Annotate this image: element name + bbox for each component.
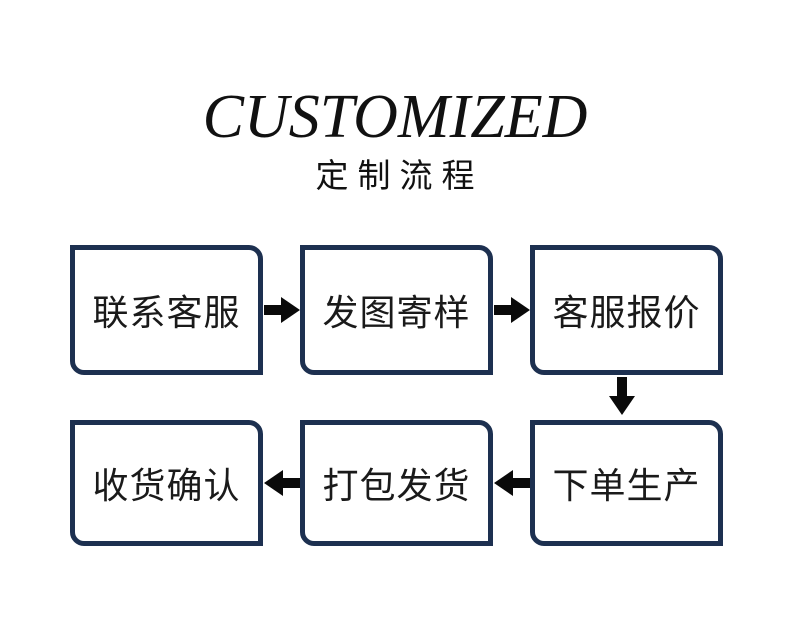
connector (609, 377, 635, 415)
connector (493, 297, 530, 323)
page-title: CUSTOMIZED (202, 83, 588, 151)
flow-row-bottom: 收货确认 打包发货 下单生产 (70, 420, 723, 546)
connector (263, 470, 300, 496)
arrow-left-icon (493, 470, 530, 496)
connector (263, 297, 300, 323)
step-label: 发图寄样 (322, 293, 471, 333)
arrow-right-icon (493, 297, 530, 323)
step-box-service-quote: 客服报价 (530, 245, 723, 375)
step-box-confirm-receipt: 收货确认 (70, 420, 263, 546)
connector (493, 470, 530, 496)
step-label: 打包发货 (322, 466, 471, 506)
step-label: 客服报价 (552, 293, 701, 333)
arrow-down-icon (609, 377, 635, 415)
step-box-send-image-sample: 发图寄样 (300, 245, 493, 375)
flow-row-top: 联系客服 发图寄样 客服报价 (70, 245, 723, 375)
step-box-pack-ship: 打包发货 (300, 420, 493, 546)
step-label: 下单生产 (552, 466, 701, 506)
step-label: 收货确认 (92, 466, 241, 506)
step-box-order-production: 下单生产 (530, 420, 723, 546)
arrow-right-icon (263, 297, 300, 323)
step-box-contact-service: 联系客服 (70, 245, 263, 375)
step-label: 联系客服 (92, 293, 241, 333)
arrow-left-icon (263, 470, 300, 496)
page-subtitle: 定制流程 (315, 159, 484, 195)
